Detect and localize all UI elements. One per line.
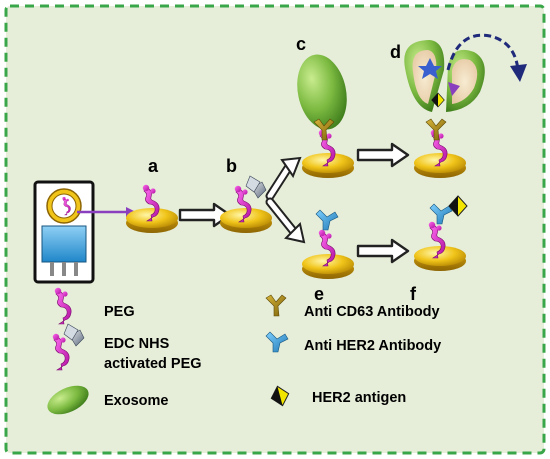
- step-d-lysed-exosome: [404, 33, 527, 178]
- legend: PEG EDC NHS activated PEG Exosome Anti C…: [47, 287, 441, 415]
- legend-edc-nhs-label-line2: activated PEG: [104, 356, 202, 372]
- legend-peg-label: PEG: [104, 304, 135, 320]
- legend-anti-cd63-label: Anti CD63 Antibody: [304, 304, 440, 320]
- step-label-b: b: [226, 156, 237, 176]
- legend-exosome-icon: [47, 385, 89, 415]
- exosome-icon: [297, 54, 347, 130]
- sensor-chip-icon: [33, 180, 95, 284]
- legend-exosome-label: Exosome: [104, 393, 168, 409]
- legend-anti-her2-label: Anti HER2 Antibody: [304, 338, 441, 354]
- dashed-border: [4, 4, 546, 455]
- legend-edc-nhs-label-line1: EDC NHS: [104, 336, 170, 352]
- step-c-exosome-capture: [297, 54, 354, 178]
- branch-arrows: [265, 156, 306, 244]
- step-label-f: f: [410, 284, 417, 304]
- cargo-release-arrow: [446, 33, 520, 71]
- step-label-e: e: [314, 284, 324, 304]
- step-label-a: a: [148, 156, 159, 176]
- step-label-d: d: [390, 42, 401, 62]
- legend-her2-antigen-label: HER2 antigen: [312, 390, 406, 406]
- step-label-c: c: [296, 34, 306, 54]
- diagram-background: [6, 6, 544, 453]
